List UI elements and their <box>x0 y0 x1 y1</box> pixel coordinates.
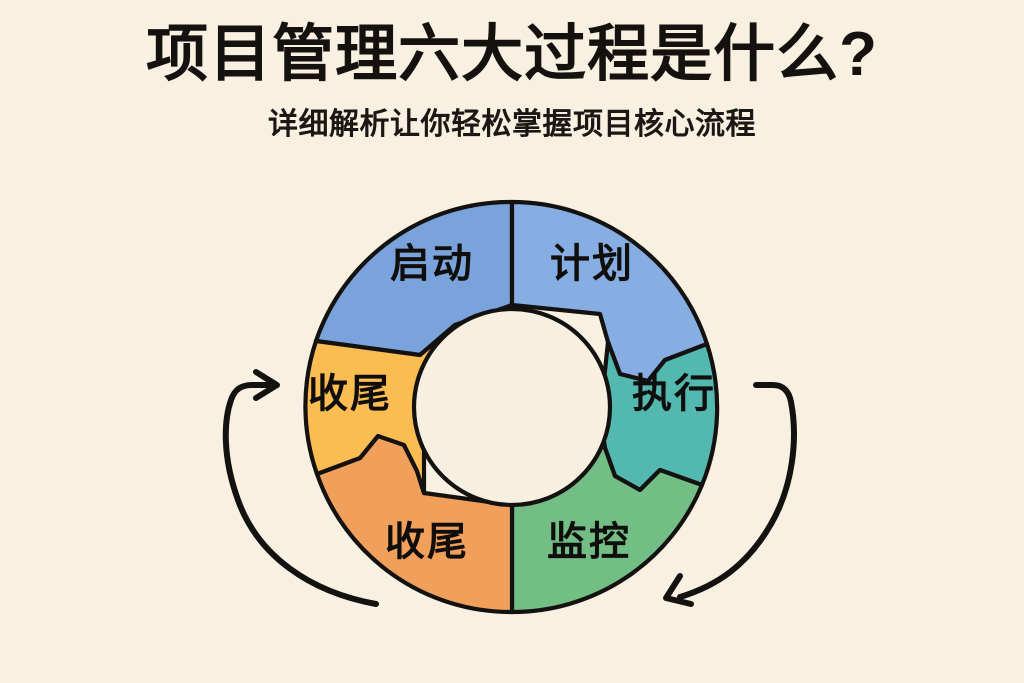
right-feedback-arrow-head <box>663 573 694 607</box>
right-feedback-arrow <box>677 382 797 600</box>
left-feedback-arrow <box>222 382 379 607</box>
slice-label-shouwei-yellow: 收尾 <box>308 372 392 416</box>
slice-label-zhixing: 执行 <box>632 372 716 416</box>
page-subtitle: 详细解析让你轻松掌握项目核心流程 <box>268 107 756 141</box>
page-title: 项目管理六大过程是什么? <box>146 20 878 89</box>
slice-label-shouwei-orange: 收尾 <box>385 520 469 564</box>
donut-hub <box>411 306 613 508</box>
poster-header: 项目管理六大过程是什么? 详细解析让你轻松掌握项目核心流程 <box>0 0 1024 143</box>
slice-label-jihua: 计划 <box>550 242 634 286</box>
slice-label-jiankong: 监控 <box>547 520 631 564</box>
left-feedback-arrow-head <box>253 369 280 401</box>
slice-zhixing[interactable] <box>597 339 720 493</box>
slice-label-qidong: 启动 <box>390 242 474 286</box>
